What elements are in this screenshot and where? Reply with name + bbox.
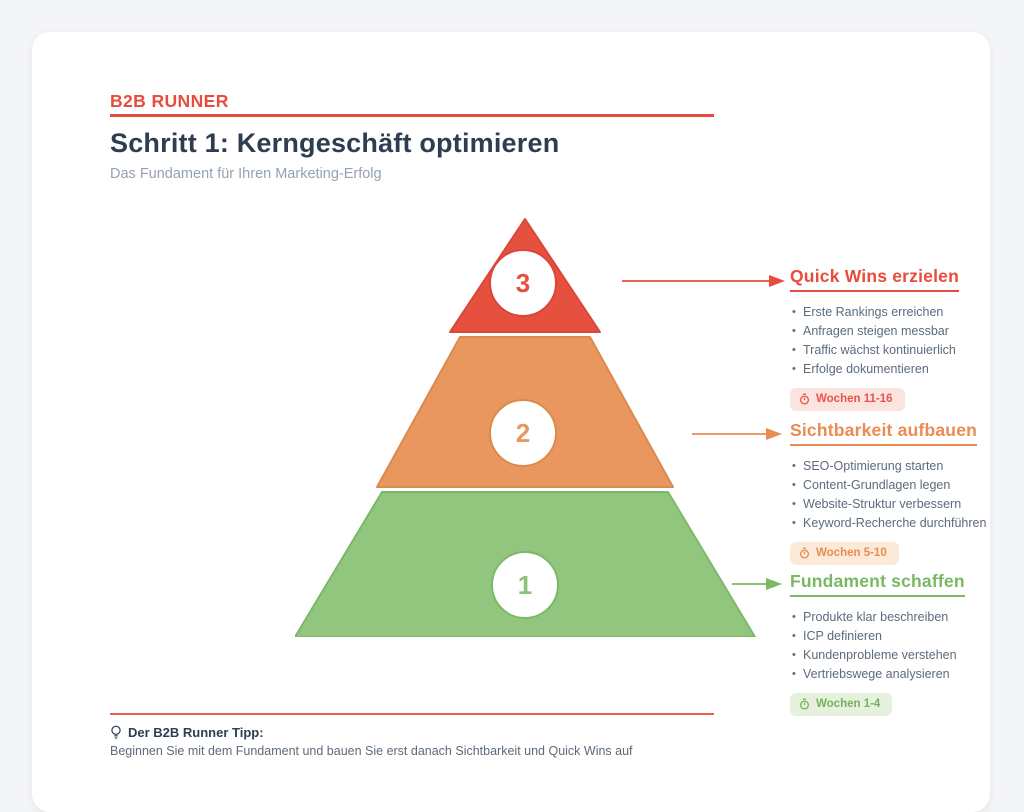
section-sichtbarkeit-list: SEO-Optimierung starten Content-Grundlag…: [790, 457, 1005, 533]
stopwatch-icon: [799, 698, 810, 710]
stopwatch-icon: [799, 393, 810, 405]
section-fundament-list: Produkte klar beschreiben ICP definieren…: [790, 608, 1005, 684]
brand-logo: B2B RUNNER: [110, 91, 229, 111]
section-sichtbarkeit-title[interactable]: Sichtbarkeit aufbauen: [790, 420, 978, 446]
arrow-level-1: [732, 578, 782, 590]
list-item: Produkte klar beschreiben: [790, 608, 1005, 627]
list-item: Erste Rankings erreichen: [790, 303, 1005, 322]
tip-heading-row: Der B2B Runner Tipp:: [110, 725, 264, 740]
weeks-badge: Wochen 1-4: [790, 693, 893, 716]
level-1-number: 1: [518, 570, 532, 600]
weeks-badge-label: Wochen 1-4: [816, 698, 881, 710]
level-3-number: 3: [516, 268, 530, 298]
pyramid-diagram: 3 2 1: [295, 218, 785, 637]
section-quick-wins: Quick Wins erzielen Erste Rankings errei…: [790, 266, 1005, 411]
page-title: Schritt 1: Kerngeschäft optimieren: [110, 128, 560, 158]
level-3-number-circle: [489, 249, 557, 317]
tip-divider: [110, 713, 714, 715]
weeks-badge: Wochen 11-16: [790, 388, 905, 411]
list-item: Content-Grundlagen legen: [790, 476, 1005, 495]
list-item: Traffic wächst kontinuierlich: [790, 341, 1005, 360]
weeks-badge-label: Wochen 5-10: [816, 547, 887, 559]
tip-heading: Der B2B Runner Tipp:: [128, 725, 264, 740]
page-subtitle: Das Fundament für Ihren Marketing-Erfolg: [110, 166, 382, 182]
list-item: Website-Struktur verbessern: [790, 495, 1005, 514]
list-item: Vertriebswege analysieren: [790, 665, 1005, 684]
list-item: ICP definieren: [790, 627, 1005, 646]
tip-body-truncated: Beginnen Sie mit dem Fundament und bauen…: [110, 744, 633, 758]
arrow-level-2: [692, 428, 782, 440]
level-2-number: 2: [516, 418, 530, 448]
list-item: Kundenprobleme verstehen: [790, 646, 1005, 665]
weeks-badge-label: Wochen 11-16: [816, 393, 893, 405]
weeks-badge: Wochen 5-10: [790, 542, 899, 565]
section-quick-wins-title[interactable]: Quick Wins erzielen: [790, 266, 959, 292]
section-fundament-title[interactable]: Fundament schaffen: [790, 571, 965, 597]
list-item: Anfragen steigen messbar: [790, 322, 1005, 341]
level-1-number-circle: [491, 551, 559, 619]
list-item: SEO-Optimierung starten: [790, 457, 1005, 476]
stopwatch-icon: [799, 547, 810, 559]
section-fundament: Fundament schaffen Produkte klar beschre…: [790, 571, 1005, 716]
brand-divider: [110, 114, 714, 117]
section-quick-wins-list: Erste Rankings erreichen Anfragen steige…: [790, 303, 1005, 379]
list-item: Erfolge dokumentieren: [790, 360, 1005, 379]
section-sichtbarkeit: Sichtbarkeit aufbauen SEO-Optimierung st…: [790, 420, 1005, 565]
list-item: Keyword-Recherche durchführen: [790, 514, 1005, 533]
content-card: B2B RUNNER Schritt 1: Kerngeschäft optim…: [32, 32, 990, 812]
arrow-level-3: [622, 275, 785, 287]
level-2-number-circle: [489, 399, 557, 467]
lightbulb-icon: [111, 725, 121, 739]
